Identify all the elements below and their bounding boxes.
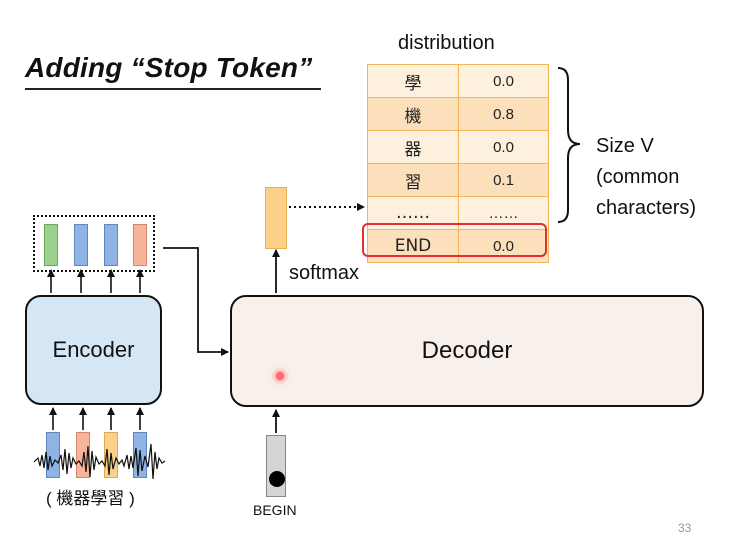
encoder-up-arrows bbox=[47, 269, 144, 293]
end-probability-cell: 0.0 bbox=[493, 237, 514, 255]
encoder-output-vector bbox=[104, 224, 118, 266]
begin-token-dot bbox=[269, 471, 285, 487]
distribution-row: 機 0.8 bbox=[368, 98, 548, 131]
title-underline bbox=[25, 88, 321, 90]
encoder-output-vector bbox=[44, 224, 58, 266]
probability-cell: 0.0 bbox=[493, 72, 514, 90]
encoder-output-vector bbox=[74, 224, 88, 266]
slide-title: Adding “Stop Token” bbox=[25, 52, 313, 83]
end-row-highlight bbox=[362, 223, 547, 257]
token-cell: 學 bbox=[368, 65, 459, 97]
token-cell: 習 bbox=[368, 164, 459, 196]
distribution-label: distribution bbox=[398, 32, 495, 54]
end-token-cell: END bbox=[368, 230, 459, 262]
encoder-output-frame bbox=[33, 215, 155, 272]
decoder-output-vector bbox=[265, 187, 287, 249]
brace-note-line: characters) bbox=[596, 197, 697, 219]
distribution-table: 學 0.0 機 0.8 器 0.0 習 0.1 …… …… END 0.0 bbox=[367, 64, 549, 263]
curly-brace-icon bbox=[557, 67, 581, 223]
laser-pointer-dot bbox=[276, 372, 284, 380]
encoder-block: Encoder bbox=[25, 295, 162, 405]
decoder-label: Decoder bbox=[421, 337, 513, 364]
decoder-block: Decoder bbox=[230, 295, 704, 407]
brace-note-line: (common bbox=[596, 166, 680, 188]
input-speech-label: ( 機器學習 ) bbox=[46, 489, 135, 508]
brace-note: Size V (common characters) bbox=[596, 131, 696, 224]
begin-label: BEGIN bbox=[253, 502, 297, 518]
distribution-row: 習 0.1 bbox=[368, 164, 548, 197]
page-number: 33 bbox=[678, 521, 692, 535]
encoder-output-vector bbox=[133, 224, 147, 266]
encoder-to-decoder-arrow bbox=[163, 247, 229, 356]
distribution-row: …… …… bbox=[368, 197, 548, 230]
brace-note-line: Size V bbox=[596, 135, 654, 157]
token-cell: …… bbox=[368, 197, 459, 229]
probability-cell: 0.0 bbox=[493, 138, 514, 156]
token-cell: 機 bbox=[368, 98, 459, 130]
token-cell: 器 bbox=[368, 131, 459, 163]
probability-cell: 0.8 bbox=[493, 105, 514, 123]
encoder-label: Encoder bbox=[52, 337, 135, 362]
probability-cell: …… bbox=[488, 204, 519, 222]
probability-cell: 0.1 bbox=[493, 171, 514, 189]
encoder-input-arrows bbox=[49, 407, 144, 430]
softmax-label: softmax bbox=[289, 262, 360, 284]
distribution-row: 學 0.0 bbox=[368, 65, 548, 98]
distribution-row: 器 0.0 bbox=[368, 131, 548, 164]
waveform-icon bbox=[33, 443, 166, 480]
